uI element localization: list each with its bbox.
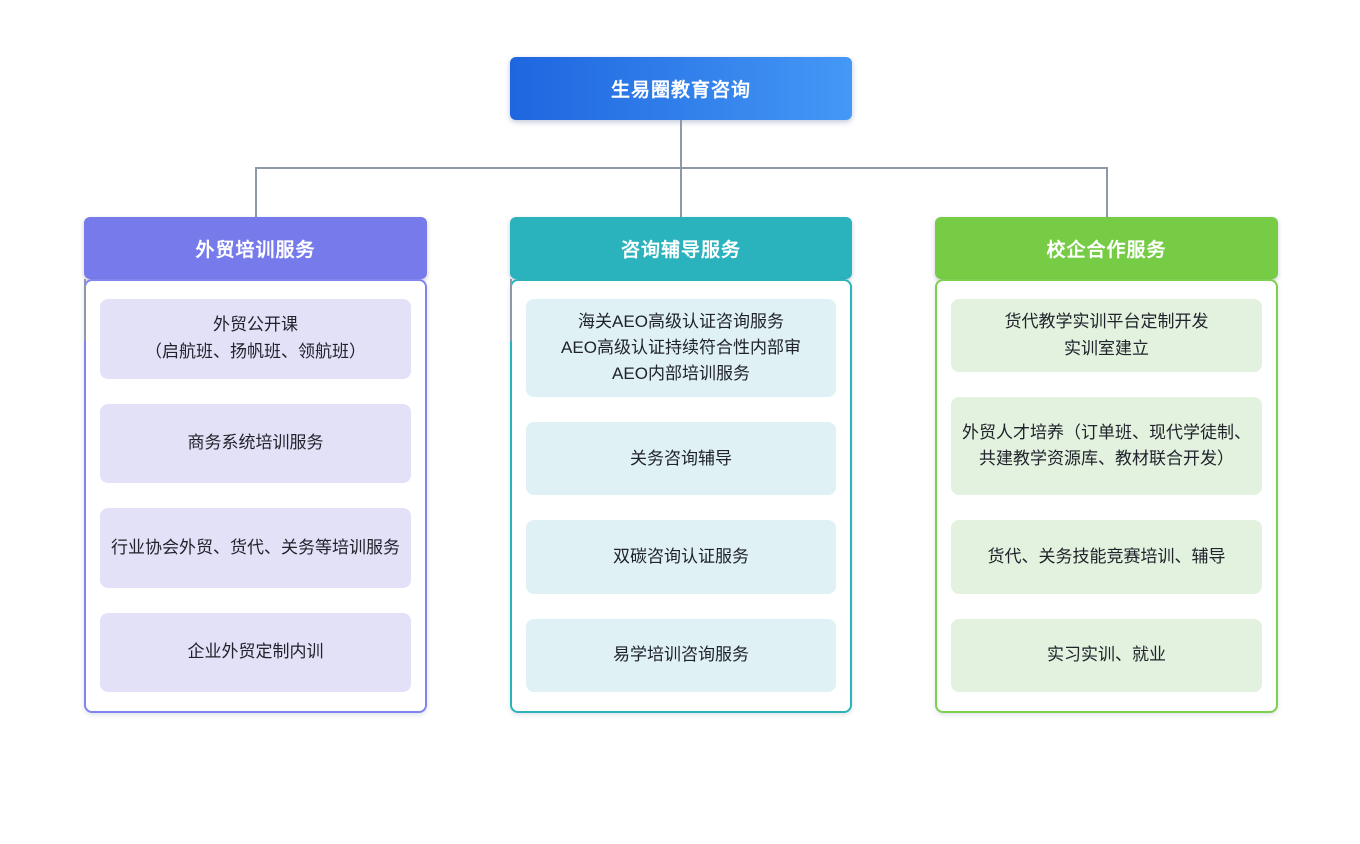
branch-panel: 外贸公开课 （启航班、扬帆班、领航班） 商务系统培训服务行业协会外贸、货代、关务等… [84, 279, 427, 713]
service-item: 关务咨询辅导 [526, 422, 836, 496]
connector-drop-middle [680, 167, 682, 217]
service-item: 海关AEO高级认证咨询服务 AEO高级认证持续符合性内部审 AEO内部培训服务 [526, 299, 836, 398]
branch-header-label: 外贸培训服务 [195, 239, 316, 261]
service-item: 行业协会外贸、货代、关务等培训服务 [100, 508, 411, 588]
branch-header: 咨询辅导服务 [510, 217, 852, 279]
service-item: 企业外贸定制内训 [100, 612, 411, 692]
branch-column: 校企合作服务 货代教学实训平台定制开发 实训室建立外贸人才培养（订单班、现代学徒… [935, 217, 1278, 775]
service-item: 实习实训、就业 [951, 618, 1262, 692]
service-item: 易学培训咨询服务 [526, 618, 836, 692]
branch-column: 咨询辅导服务 海关AEO高级认证咨询服务 AEO高级认证持续符合性内部审 AEO… [510, 217, 852, 775]
branch-header: 外贸培训服务 [84, 217, 427, 279]
service-item: 货代、关务技能竞赛培训、辅导 [951, 520, 1262, 594]
service-item: 外贸人才培养（订单班、现代学徒制、共建教学资源库、教材联合开发） [951, 397, 1262, 496]
service-item: 商务系统培训服务 [100, 403, 411, 483]
branch-panel: 海关AEO高级认证咨询服务 AEO高级认证持续符合性内部审 AEO内部培训服务关… [510, 279, 852, 713]
branch-header-label: 咨询辅导服务 [620, 239, 741, 261]
service-item: 双碳咨询认证服务 [526, 520, 836, 594]
branch-column: 外贸培训服务 外贸公开课 （启航班、扬帆班、领航班） 商务系统培训服务行业协会外贸… [84, 217, 427, 775]
connector-header-to-panel [84, 279, 86, 341]
service-item: 货代教学实训平台定制开发 实训室建立 [951, 299, 1262, 373]
root-node: 生易圈教育咨询 [510, 57, 852, 120]
connector-drop-left [255, 167, 257, 217]
branch-header: 校企合作服务 [935, 217, 1278, 279]
connector-drop-right [1106, 167, 1108, 217]
branch-panel: 货代教学实训平台定制开发 实训室建立外贸人才培养（订单班、现代学徒制、共建教学资… [935, 279, 1278, 713]
root-node-label: 生易圈教育咨询 [610, 80, 751, 101]
connector-root-vertical [680, 120, 682, 168]
service-item: 外贸公开课 （启航班、扬帆班、领航班） [100, 299, 411, 379]
branch-header-label: 校企合作服务 [1046, 239, 1167, 261]
connector-header-to-panel [510, 279, 512, 341]
